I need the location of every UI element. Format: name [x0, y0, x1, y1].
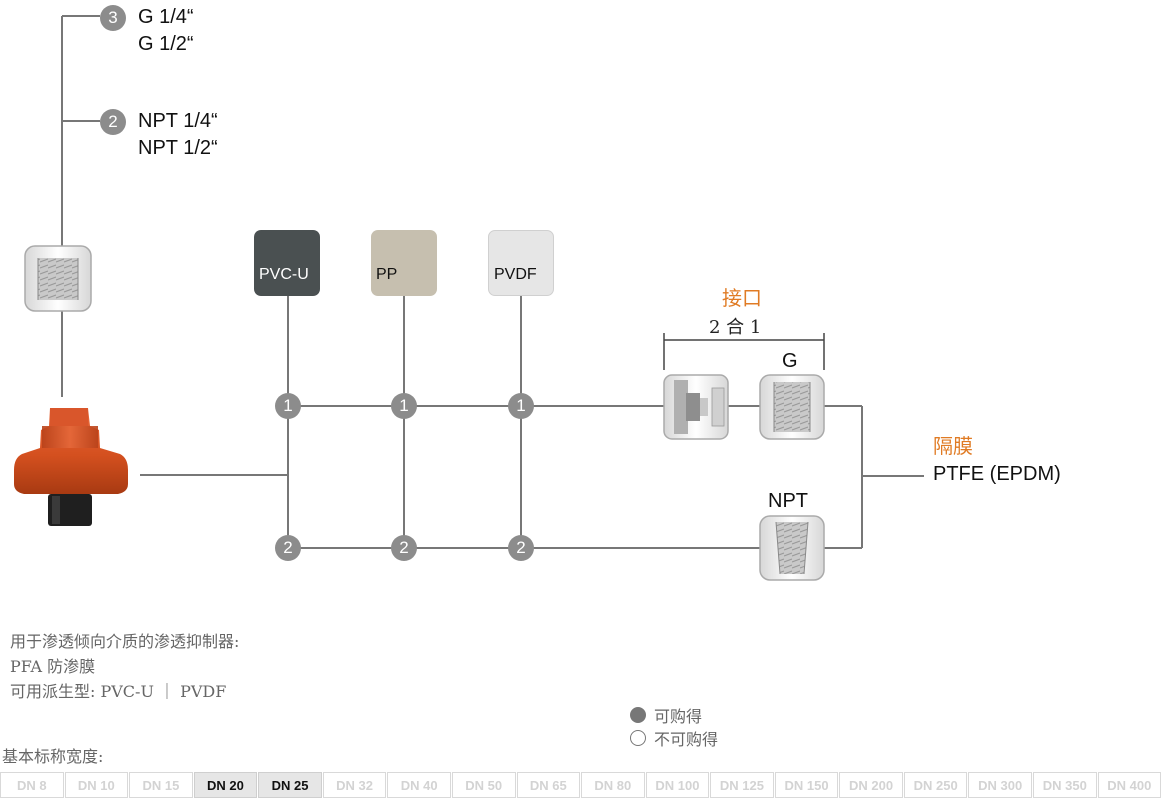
material-pvdf: PVDF: [488, 230, 554, 296]
node-2-pp: 2: [391, 535, 417, 561]
dn-cell-dn-350: DN 350: [1033, 772, 1097, 798]
dn-cell-dn-10: DN 10: [64, 772, 129, 798]
interface-bracket-text: 2 合 1: [709, 317, 762, 338]
legend-unavailable-label: 不可购得: [654, 730, 719, 749]
legend-unavailable: 不可购得: [630, 726, 718, 750]
flow-lines: [140, 296, 924, 549]
available-dot-icon: [630, 707, 646, 723]
dn-cell-dn-50: DN 50: [451, 772, 516, 798]
dn-cell-dn-40: DN 40: [387, 772, 451, 798]
dn-cell-dn-200: DN 200: [839, 772, 903, 798]
adapter-icon: [663, 374, 729, 440]
option-2-badge: 2: [100, 109, 126, 135]
dn-cell-dn-150: DN 150: [774, 772, 839, 798]
note-line-1: 用于渗透倾向介质的渗透抑制器:: [10, 632, 240, 651]
material-pvdf-label: PVDF: [494, 266, 537, 283]
dn-cell-dn-400: DN 400: [1097, 772, 1162, 798]
orange-device-icon: [14, 408, 128, 526]
option-3-line-1: G 1/4“: [138, 6, 194, 28]
interface-title: 接口: [722, 286, 762, 310]
material-pp-label: PP: [376, 266, 398, 283]
unavailable-dot-icon: [630, 730, 646, 746]
dn-cell-dn-250: DN 250: [903, 772, 968, 798]
legend-available: 可购得: [630, 703, 702, 727]
npt-label: NPT: [768, 490, 808, 512]
option-2-line-1: NPT 1/4“: [138, 110, 218, 132]
diaphragm-value: PTFE (EPDM): [933, 463, 1061, 485]
legend-available-label: 可购得: [654, 707, 703, 726]
dn-cell-dn-20: DN 20: [193, 772, 258, 798]
dn-cell-dn-15: DN 15: [129, 772, 193, 798]
g-fitting-icon: [759, 374, 825, 440]
threaded-fitting-icon: [24, 245, 92, 312]
dn-cell-dn-125: DN 125: [710, 772, 774, 798]
dn-cell-dn-8: DN 8: [0, 772, 64, 798]
dn-cell-dn-25: DN 25: [258, 772, 322, 798]
material-pp: PP: [371, 230, 437, 296]
note-line-3: 可用派生型: PVC-U ｜ PVDF: [10, 682, 227, 701]
dn-cell-dn-300: DN 300: [968, 772, 1032, 798]
option-3-line-2: G 1/2“: [138, 33, 194, 55]
g-label: G: [782, 350, 798, 372]
note-line-2: PFA 防渗膜: [10, 657, 96, 676]
dn-cell-dn-32: DN 32: [322, 772, 387, 798]
option-3-badge: 3: [100, 5, 126, 31]
nominal-width-title: 基本标称宽度:: [2, 747, 104, 766]
node-1-pvdf: 1: [508, 393, 534, 419]
node-1-pp: 1: [391, 393, 417, 419]
connector-tree: [61, 15, 100, 397]
interface-bracket: [663, 333, 825, 370]
dn-cell-dn-100: DN 100: [645, 772, 710, 798]
node-2-pvdf: 2: [508, 535, 534, 561]
node-2-pvc-u: 2: [275, 535, 301, 561]
diaphragm-title: 隔膜: [933, 434, 973, 458]
npt-fitting-icon: [759, 515, 825, 581]
node-1-pvc-u: 1: [275, 393, 301, 419]
dn-cell-dn-80: DN 80: [581, 772, 645, 798]
dn-cell-dn-65: DN 65: [516, 772, 581, 798]
material-pvc-u: PVC-U: [254, 230, 320, 296]
material-pvc-u-label: PVC-U: [259, 266, 309, 283]
option-2-line-2: NPT 1/2“: [138, 137, 218, 159]
